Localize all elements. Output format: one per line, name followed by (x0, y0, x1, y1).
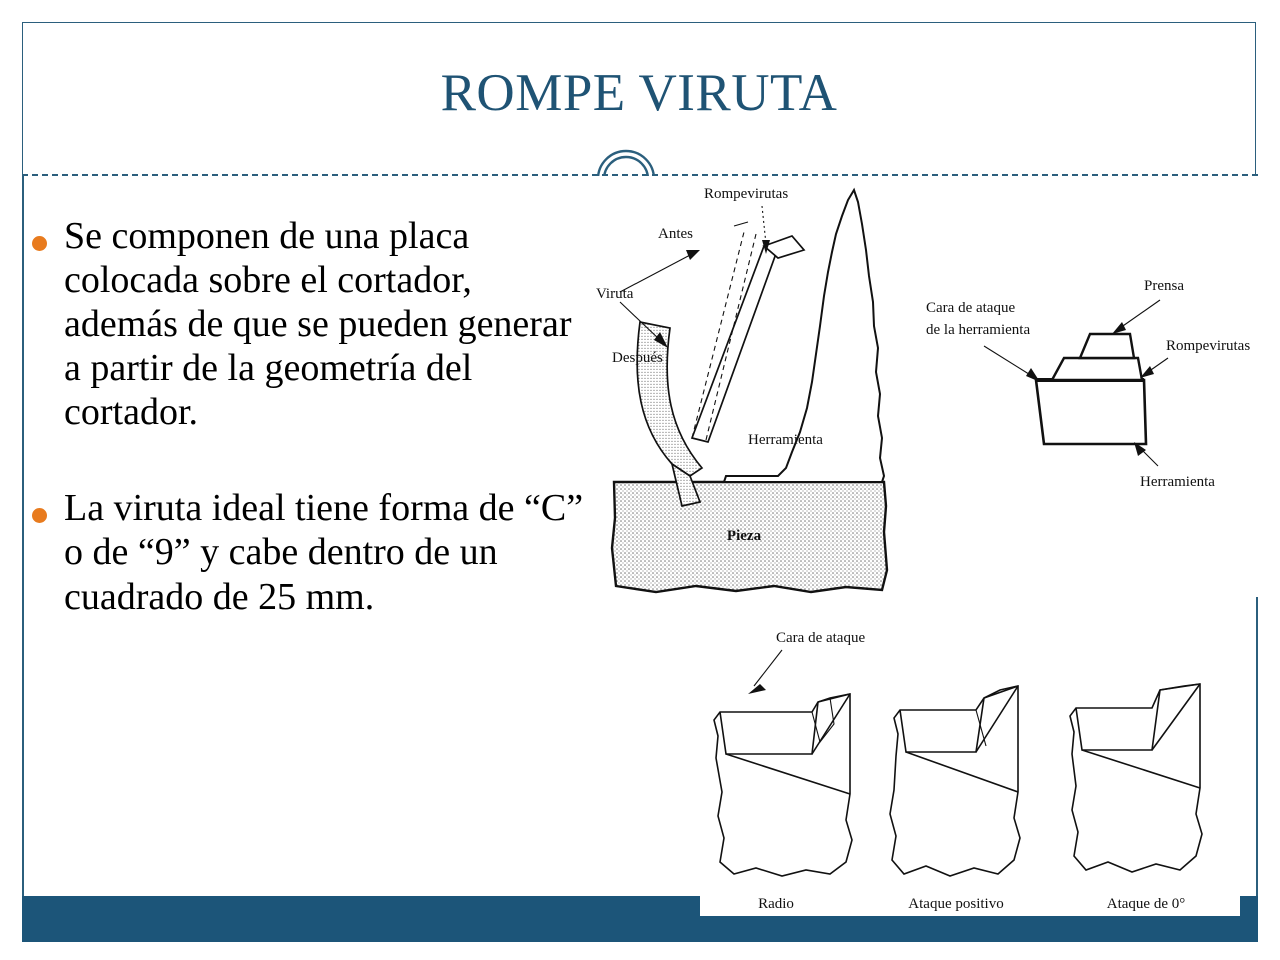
label-after: Después (612, 350, 663, 366)
tool-shank (1034, 378, 1148, 446)
figure-chipbreaker-side-view: Pieza Rompevirutas Antes Vir (596, 176, 932, 600)
chipbreaker-step (762, 235, 806, 259)
right-accent-rule (1256, 597, 1258, 896)
arrowhead-after (654, 332, 668, 348)
bullet-dot-icon (32, 508, 47, 524)
label-chipbreaker: Rompevirutas (1166, 338, 1250, 354)
arrowhead-clamp (1112, 322, 1126, 334)
arrowhead-rake-face (1026, 368, 1040, 382)
arrowhead-tool (1134, 442, 1146, 456)
tool-block-positive-rake (889, 685, 1021, 877)
label-tool: Herramienta (1140, 474, 1215, 490)
page-title: ROMPE VIRUTA (440, 64, 838, 122)
leader-clamp (1119, 299, 1161, 329)
leader-after (619, 301, 661, 341)
title-divider (22, 174, 1258, 176)
label-workpiece: Pieza (727, 528, 762, 544)
block-groove-edge (975, 685, 1019, 753)
bullet-text: La viruta ideal tiene forma de “C” o de … (64, 487, 584, 618)
caption-zero-rake: Ataque de 0° (1107, 896, 1185, 912)
label-tool: Herramienta (748, 432, 823, 448)
block-top-edge (719, 701, 819, 755)
clamp-block (1078, 332, 1136, 360)
block-ridge (983, 685, 1019, 699)
reference-tick (733, 221, 749, 227)
block-groove-slope (975, 709, 987, 747)
arrowhead-chipbreaker (762, 240, 770, 254)
tool-block-radius (713, 693, 853, 877)
leader-before (619, 253, 693, 293)
block-top-edge (899, 697, 985, 753)
label-rake-face-line1: Cara de ataque (926, 300, 1015, 316)
caption-positive-rake: Ataque positivo (908, 896, 1003, 912)
label-chip: Viruta (596, 286, 634, 302)
arrowhead-before (686, 250, 700, 260)
block-front-edge (1081, 749, 1201, 789)
figure-rake-face-geometries: Cara de ataque Radio Ataque positivo Ata… (700, 624, 1240, 916)
label-rake-face: Cara de ataque (776, 630, 865, 646)
block-body (1069, 683, 1203, 873)
block-body (713, 693, 853, 877)
block-top-edge (1075, 689, 1161, 751)
label-before: Antes (658, 226, 693, 242)
label-rake-face-line2: de la herramienta (926, 322, 1030, 338)
tool-block-zero-rake (1069, 683, 1203, 873)
title-frame (22, 22, 1256, 174)
caption-radius: Radio (758, 896, 794, 912)
list-item: La viruta ideal tiene forma de “C” o de … (26, 486, 586, 618)
arrowhead-chipbreaker (1140, 366, 1154, 378)
arrowhead-rake-face (748, 684, 766, 694)
left-accent-rule (22, 174, 24, 896)
block-front-edge (725, 753, 851, 795)
workpiece-body (610, 480, 889, 594)
tool-body (722, 187, 886, 483)
label-chipbreaker: Rompevirutas (704, 186, 788, 202)
bullet-dot-icon (32, 236, 47, 251)
chipbreaker-plate (690, 245, 780, 444)
block-ridge (1159, 683, 1201, 691)
block-body (889, 685, 1021, 877)
chipbreaker-layer (1049, 356, 1144, 382)
label-clamp: Prensa (1144, 278, 1184, 294)
chip-after (636, 320, 704, 478)
arc-decoration-icon (594, 143, 658, 180)
block-groove-radius (811, 697, 835, 744)
content-placeholder: Se componen de una placa colocada sobre … (26, 214, 586, 619)
figure-tool-with-clamp: Cara de ataque de la herramienta Prensa … (912, 266, 1260, 498)
bullet-text: Se componen de una placa colocada sobre … (64, 215, 572, 434)
block-groove-edge (1151, 683, 1201, 751)
block-front-edge (905, 751, 1019, 793)
leader-rake-face (753, 649, 783, 687)
block-groove-edge (811, 693, 851, 755)
block-ridge (817, 693, 851, 703)
list-item: Se componen de una placa colocada sobre … (26, 214, 586, 434)
chip-tail (670, 462, 702, 508)
leader-chipbreaker (761, 205, 767, 245)
leader-rake-face (983, 345, 1033, 377)
